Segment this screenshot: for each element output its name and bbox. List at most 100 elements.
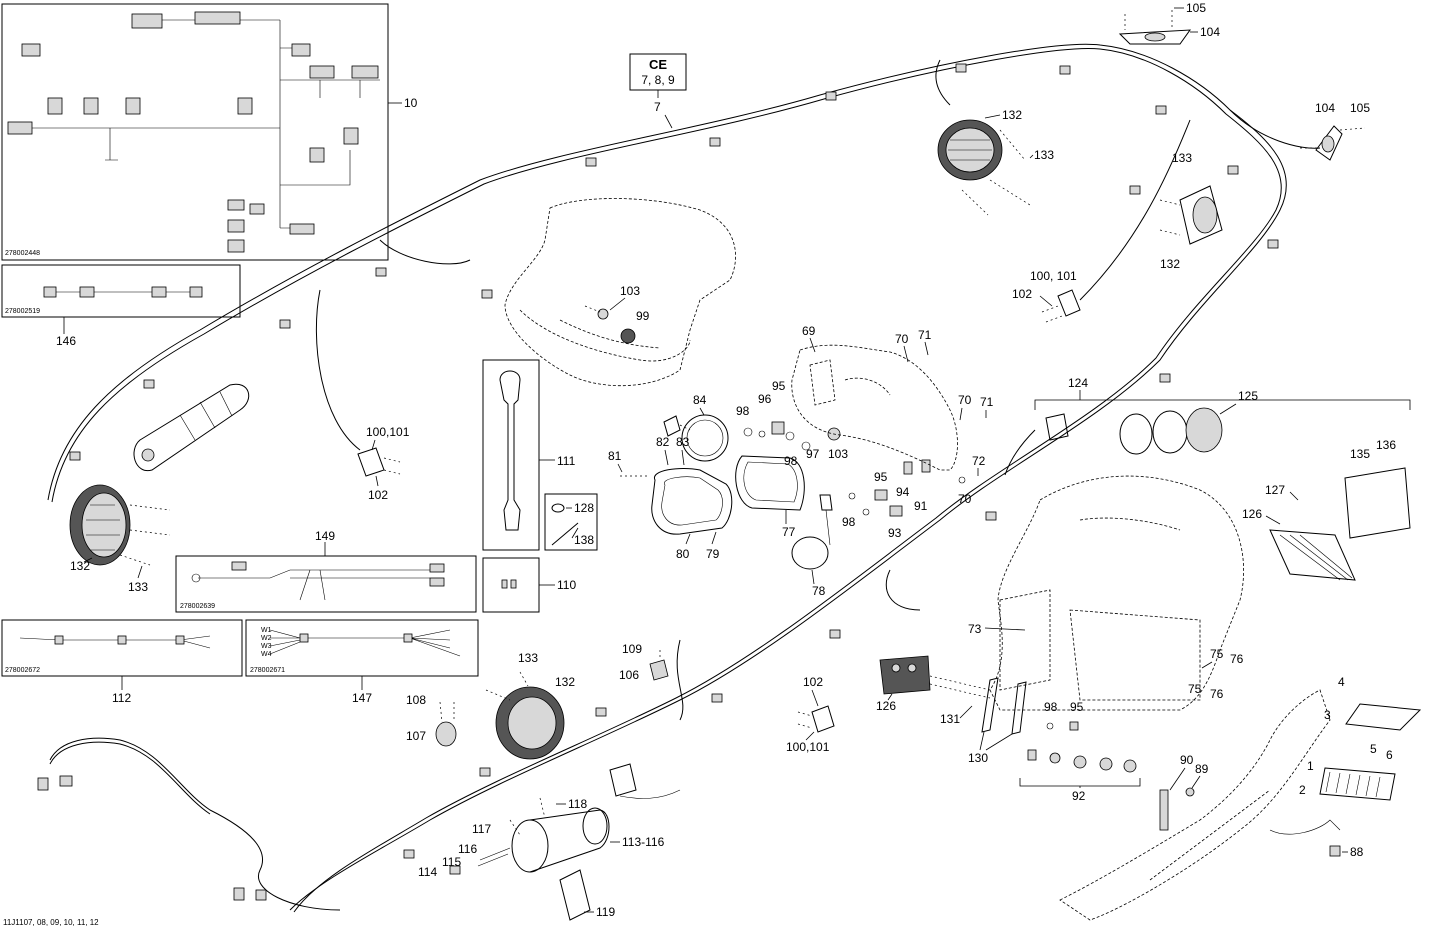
label-113-116: 113-116 [622, 835, 665, 849]
label-132-left: 132 [70, 559, 90, 573]
part-92-switch-group [1019, 721, 1141, 787]
part-104-tweeter-top [1118, 10, 1192, 45]
label-97: 97 [806, 447, 820, 461]
label-131: 131 [940, 712, 960, 726]
label-7: 7 [654, 100, 661, 114]
part-1-6-grilles [1319, 703, 1422, 801]
label-136: 136 [1376, 438, 1396, 452]
w4-marker: W4 [261, 651, 272, 658]
label-3: 3 [1324, 708, 1331, 722]
label-90: 90 [1180, 753, 1194, 767]
label-4: 4 [1338, 675, 1345, 689]
label-125: 125 [1238, 389, 1258, 403]
harness-112-ref: 278002672 [5, 667, 40, 674]
label-114: 114 [418, 865, 437, 879]
label-126-b: 126 [876, 699, 896, 713]
part-73-dash [989, 475, 1244, 711]
part-79-bezel [620, 467, 733, 535]
ce-values: 7, 8, 9 [641, 73, 675, 87]
ce-callout: CE 7, 8, 9 [629, 53, 687, 98]
part-132-speaker-top [937, 119, 1031, 216]
label-79: 79 [706, 547, 720, 561]
label-71-a: 71 [918, 328, 932, 342]
label-77: 77 [782, 525, 796, 539]
label-133-right: 133 [1172, 151, 1192, 165]
label-1: 1 [1307, 759, 1314, 773]
label-107: 107 [406, 729, 426, 743]
w1-marker: W1 [261, 627, 272, 634]
label-88: 88 [1350, 845, 1364, 859]
label-112: 112 [112, 691, 131, 705]
label-94: 94 [896, 485, 910, 499]
inset-harness-10: 278002448 [1, 3, 389, 261]
label-89: 89 [1195, 762, 1209, 776]
part-bracket-100-101-lower [797, 705, 835, 733]
label-75-b: 75 [1188, 682, 1202, 696]
label-93: 93 [888, 526, 902, 540]
label-102-left: 102 [368, 488, 388, 502]
label-96: 96 [758, 392, 772, 406]
label-6: 6 [1386, 748, 1393, 762]
part-113-116-duct [449, 763, 681, 921]
label-81: 81 [608, 449, 622, 463]
part-lower-left-harness [37, 737, 341, 911]
label-147: 147 [352, 691, 372, 705]
label-146: 146 [56, 334, 76, 348]
label-98-c: 98 [842, 515, 856, 529]
part-104-tweeter-right [1300, 125, 1366, 161]
inset-harness-147: W1 W2 W3 W4 278002671 [245, 619, 479, 677]
label-72: 72 [972, 454, 986, 468]
label-132-top: 132 [1002, 108, 1022, 122]
part-126-amplifier [1269, 467, 1411, 581]
part-cylinder [133, 383, 250, 472]
part-99-socket [584, 305, 636, 344]
label-95-a: 95 [772, 379, 786, 393]
harness-10-ref: 278002448 [5, 250, 40, 257]
part-78-gauge [791, 494, 833, 570]
label-5: 5 [1370, 742, 1377, 756]
label-118: 118 [568, 797, 587, 811]
label-111: 111 [557, 454, 576, 468]
part-106-connector [649, 650, 669, 681]
label-108: 108 [406, 693, 426, 707]
label-100-101-right: 100, 101 [1030, 269, 1077, 283]
label-69: 69 [802, 324, 816, 338]
w2-marker: W2 [261, 635, 272, 642]
label-105-right: 105 [1350, 101, 1370, 115]
part-console-tub [504, 198, 736, 387]
part-77-cluster [735, 455, 805, 511]
label-130: 130 [968, 751, 988, 765]
label-91: 91 [914, 499, 928, 513]
label-99: 99 [636, 309, 650, 323]
label-80: 80 [676, 547, 690, 561]
label-73: 73 [968, 622, 982, 636]
label-117: 117 [472, 822, 491, 836]
label-133-left: 133 [128, 580, 148, 594]
part-bracket-100-101-right [1041, 289, 1081, 323]
label-2: 2 [1299, 783, 1306, 797]
harness-147-ref: 278002671 [250, 667, 285, 674]
label-102-right: 102 [1012, 287, 1032, 301]
harness-149-ref: 278002639 [180, 603, 215, 610]
label-132-lower: 132 [555, 675, 575, 689]
label-115: 115 [442, 855, 461, 869]
part-bracket-100-101-left [357, 447, 401, 477]
label-98-d: 98 [1044, 700, 1058, 714]
label-128: 128 [574, 501, 594, 515]
label-138: 138 [574, 533, 594, 547]
label-70-c: 70 [958, 492, 972, 506]
part-132-speaker-lower [485, 671, 565, 760]
label-149: 149 [315, 529, 335, 543]
label-84: 84 [693, 393, 707, 407]
figure-footer-code: 11J1107, 08, 09, 10, 11, 12 [3, 918, 99, 927]
label-98-b: 98 [784, 454, 798, 468]
label-70-a: 70 [895, 332, 909, 346]
label-83: 83 [676, 435, 690, 449]
label-95-b: 95 [874, 470, 888, 484]
inset-clip-pin [544, 493, 598, 551]
part-69-dash-panel [791, 344, 958, 471]
label-104-top: 104 [1200, 25, 1220, 39]
label-92: 92 [1072, 789, 1086, 803]
label-100-101-lower: 100,101 [786, 740, 830, 754]
